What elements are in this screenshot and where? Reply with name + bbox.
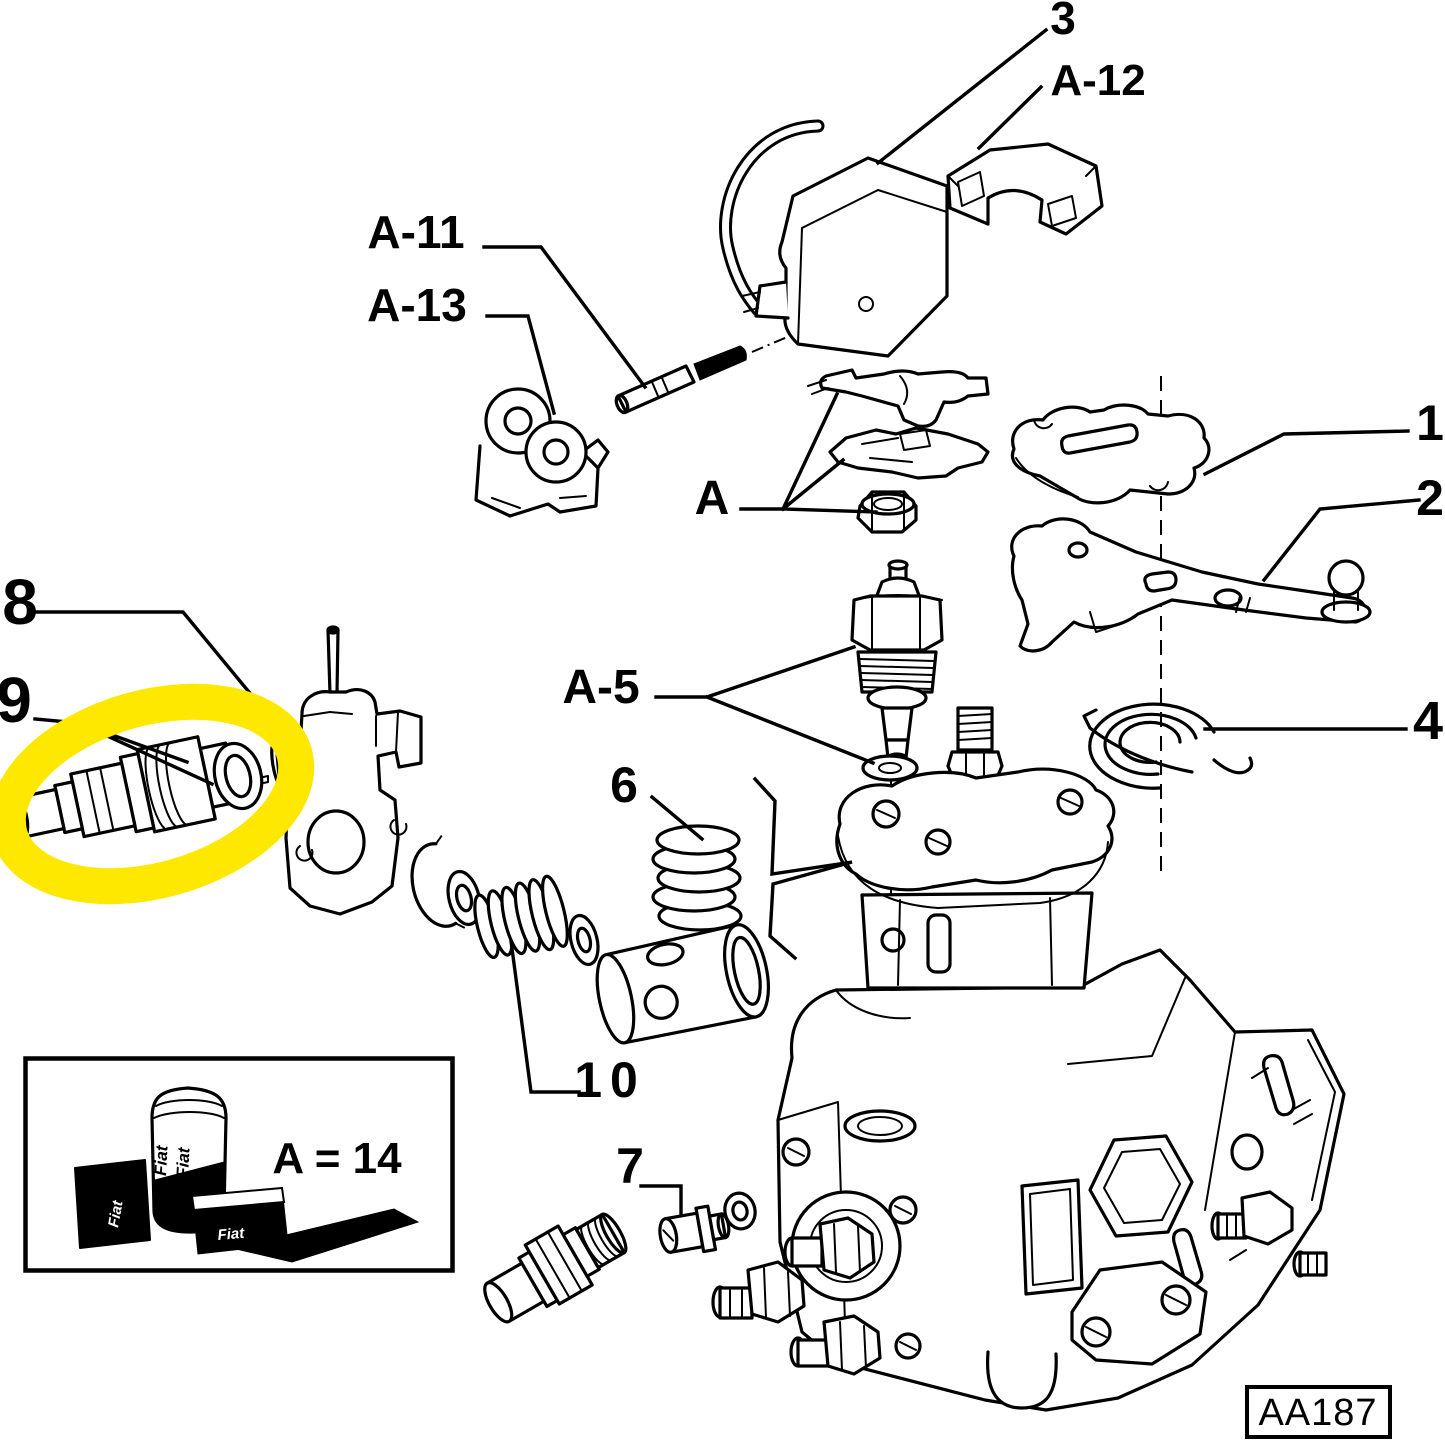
delivery-fitting-2 [711,1260,806,1324]
solenoid-clamp-bracket [946,142,1104,236]
figure-code: AA187 [1258,1392,1378,1434]
fuel-shutoff-solenoid [719,119,949,358]
temperature-sensor [10,735,240,839]
coil-spring [651,824,743,932]
drive-pin [614,345,747,415]
o-ring-seal [212,741,264,811]
injection-pump-body [711,706,1346,1412]
label-part-a5: A-5 [562,661,640,714]
leader-lines [33,27,1421,1216]
lock-nut [856,490,918,534]
legend-box: Fiat Fiat Fiat Fiat [23,1056,455,1273]
label-part-a11: A-11 [367,206,465,258]
label-part-a13: A-13 [367,279,467,331]
union-fitting [483,1212,628,1324]
fiat-box-left: Fiat [74,1159,151,1249]
governor-lever-plate [828,426,990,480]
label-part-7: 7 [616,1138,644,1194]
label-part-9: 9 [0,664,32,736]
label-part-8: 8 [2,566,38,638]
torsion-spring [1082,702,1254,790]
label-part-a: A [694,472,730,525]
washer-large [568,913,600,967]
delivery-fitting-1 [783,1216,876,1280]
rubber-mount-grommets [474,387,610,518]
guide-sleeve [595,923,770,1045]
label-part-1: 1 [1416,395,1444,451]
ball-stud [1320,559,1372,624]
plug-screw [658,1204,731,1254]
label-part-a12: A-12 [1050,56,1146,105]
svg-text:Fiat: Fiat [105,1198,127,1228]
side-stud-2 [1292,1250,1328,1278]
figure-code-box [1245,1385,1392,1439]
shadow-wedge [231,1208,420,1263]
svg-text:Fiat: Fiat [217,1225,246,1244]
delivery-fitting-3 [789,1314,882,1376]
legend-equation: A = 14 [272,1134,402,1183]
label-part-3: 3 [1050,0,1076,44]
highlight-marker [0,683,315,905]
cover-plate [1010,403,1211,505]
label-part-2: 2 [1416,470,1444,526]
thermo-switch [850,559,944,764]
label-part-4: 4 [1412,691,1444,751]
bellows-spring [473,874,569,960]
svg-text:Fiat: Fiat [173,1146,194,1179]
label-part-10: 10 [574,1052,646,1108]
plug-washer [723,1191,757,1231]
side-stud-1 [1210,1190,1294,1246]
grouping-brace [752,776,853,961]
governor-lever-small [807,368,990,428]
sealing-washer [861,754,919,782]
label-part-6: 6 [610,757,638,813]
svg-text:Fiat: Fiat [151,1144,172,1177]
lever-plate [1010,517,1372,653]
snap-ring [410,835,465,929]
